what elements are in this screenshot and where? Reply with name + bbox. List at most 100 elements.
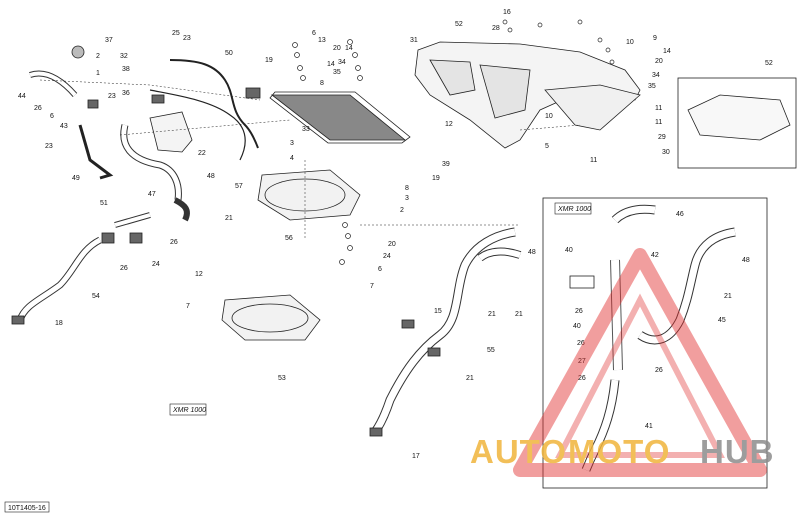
- callout-34: 34: [338, 59, 346, 66]
- callout-37: 37: [105, 37, 113, 44]
- callout-57: 57: [235, 183, 243, 190]
- callout-7: 7: [370, 283, 374, 290]
- callout-8: 8: [320, 80, 324, 87]
- callout-19b: 19: [432, 175, 440, 182]
- callout-1: 1: [96, 70, 100, 77]
- callout-40b: 40: [573, 323, 581, 330]
- callout-labels: 37 25 23 50 32 2 38 1 36 44 23 26 6 43 2…: [4, 9, 773, 513]
- callout-52b: 52: [765, 60, 773, 67]
- callout-49: 49: [72, 175, 80, 182]
- callout-3: 3: [290, 140, 294, 147]
- fan-shroud-part: [257, 169, 361, 221]
- callout-6: 6: [50, 113, 54, 120]
- callout-42: 42: [651, 252, 659, 259]
- callout-36: 36: [122, 90, 130, 97]
- callout-30: 30: [662, 149, 670, 156]
- callout-3b: 3: [405, 195, 409, 202]
- watermark-brand-part2: MOTO: [568, 433, 670, 470]
- callout-10b: 10: [545, 113, 553, 120]
- callout-41: 41: [645, 423, 653, 430]
- callout-43: 43: [60, 123, 68, 130]
- watermark-brand-part3: HUB: [700, 433, 775, 470]
- callout-48c: 48: [742, 257, 750, 264]
- callout-38: 38: [122, 66, 130, 73]
- callout-6c: 6: [378, 266, 382, 273]
- callout-14: 14: [345, 45, 353, 52]
- callout-32: 32: [120, 53, 128, 60]
- callout-34b: 34: [652, 72, 660, 79]
- callout-4: 4: [290, 155, 294, 162]
- callout-40a: 40: [565, 247, 573, 254]
- callout-26a: 26: [34, 105, 42, 112]
- callout-28: 28: [492, 25, 500, 32]
- callout-11c: 11: [590, 157, 597, 164]
- callout-39: 39: [442, 161, 450, 168]
- watermark-logo: AUTO MOTO HUB: [470, 248, 775, 477]
- callout-45: 45: [718, 317, 726, 324]
- callout-23c: 23: [45, 143, 53, 150]
- callout-16: 16: [503, 9, 511, 16]
- callout-2: 2: [96, 53, 100, 60]
- callout-19: 19: [265, 57, 273, 64]
- callout-21d: 21: [466, 375, 474, 382]
- callout-11b: 11: [655, 119, 662, 126]
- callout-27: 27: [578, 358, 586, 365]
- callout-26f: 26: [578, 375, 586, 382]
- callout-14c: 14: [663, 48, 671, 55]
- callout-26c: 26: [120, 265, 128, 272]
- callout-2b: 2: [400, 207, 404, 214]
- variant-note-main: XMR 1000: [172, 407, 206, 414]
- callout-13: 13: [318, 37, 326, 44]
- callout-53: 53: [278, 375, 286, 382]
- callout-14b: 14: [327, 61, 335, 68]
- callout-55: 55: [487, 347, 495, 354]
- callout-21a: 21: [225, 215, 233, 222]
- callout-23: 23: [183, 35, 191, 42]
- callout-54: 54: [92, 293, 100, 300]
- callout-24: 24: [152, 261, 160, 268]
- callout-48a: 48: [207, 173, 215, 180]
- callout-12b: 12: [195, 271, 203, 278]
- callout-7b: 7: [186, 303, 190, 310]
- callout-56: 56: [285, 235, 293, 242]
- callout-23b: 23: [108, 93, 116, 100]
- callout-29: 29: [658, 134, 666, 141]
- callout-6b: 6: [312, 30, 316, 37]
- callout-12: 12: [445, 121, 453, 128]
- callout-33: 33: [302, 126, 310, 133]
- callout-9: 9: [653, 35, 657, 42]
- callout-26b: 26: [170, 239, 178, 246]
- callout-51: 51: [100, 200, 108, 207]
- reference-code: 10T1405-16: [8, 505, 46, 512]
- callout-20c: 20: [655, 58, 663, 65]
- coolant-tank-part: [149, 111, 193, 153]
- callout-26g: 26: [655, 367, 663, 374]
- callout-8b: 8: [405, 185, 409, 192]
- callout-31: 31: [410, 37, 418, 44]
- callout-35: 35: [333, 69, 341, 76]
- callout-46: 46: [676, 211, 684, 218]
- callout-10: 10: [626, 39, 634, 46]
- callout-35b: 35: [648, 83, 656, 90]
- callout-25: 25: [172, 30, 180, 37]
- callout-26e: 26: [577, 340, 585, 347]
- callout-5: 5: [545, 143, 549, 150]
- callout-11: 11: [655, 105, 662, 112]
- callout-20: 20: [333, 45, 341, 52]
- callout-21e: 21: [724, 293, 732, 300]
- callout-17: 17: [412, 453, 420, 460]
- callout-24b: 24: [383, 253, 391, 260]
- callout-44: 44: [18, 93, 26, 100]
- callout-22: 22: [198, 150, 206, 157]
- callout-52: 52: [455, 21, 463, 28]
- callout-50: 50: [225, 50, 233, 57]
- callout-26d: 26: [575, 308, 583, 315]
- lower-fan-part: [221, 294, 321, 341]
- callout-21c: 21: [515, 311, 523, 318]
- callout-47: 47: [148, 191, 156, 198]
- radiator-part: [270, 94, 407, 141]
- callout-20b: 20: [388, 241, 396, 248]
- callout-48b: 48: [528, 249, 536, 256]
